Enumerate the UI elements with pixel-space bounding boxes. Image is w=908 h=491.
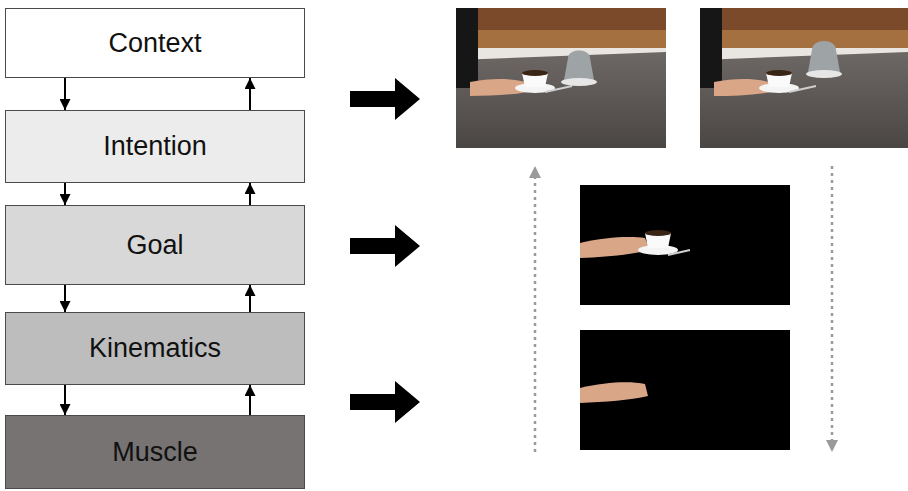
level-box: Intention xyxy=(5,110,305,183)
level-box: Muscle xyxy=(5,415,305,489)
dotted-arrow xyxy=(831,166,834,452)
level-label: Muscle xyxy=(112,437,198,468)
goal-panel xyxy=(580,185,790,305)
level-arrow xyxy=(350,78,420,423)
level-label: Kinematics xyxy=(89,333,221,364)
level-box: Kinematics xyxy=(5,312,305,385)
level-arrow xyxy=(249,183,251,205)
level-label: Context xyxy=(108,28,201,59)
level-label: Goal xyxy=(126,230,183,261)
scene-photo xyxy=(456,8,666,148)
level-label: Intention xyxy=(103,131,207,162)
level-arrow xyxy=(64,78,66,110)
dotted-arrow xyxy=(534,166,537,452)
scene-photo xyxy=(700,8,908,148)
level-arrow xyxy=(64,285,66,312)
level-box: Context xyxy=(5,8,305,78)
level-arrow xyxy=(249,385,251,415)
level-arrow xyxy=(64,183,66,205)
level-arrow xyxy=(249,285,251,312)
level-box: Goal xyxy=(5,205,305,285)
level-arrow xyxy=(64,385,66,415)
level-arrow xyxy=(249,78,251,110)
kinematics-panel xyxy=(580,330,790,450)
